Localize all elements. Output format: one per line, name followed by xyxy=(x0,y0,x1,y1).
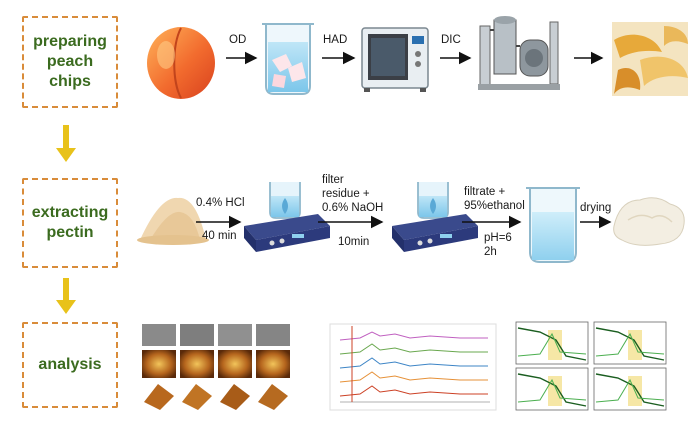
label-hcl-time: 40 min xyxy=(202,230,237,242)
dried-chips-icon xyxy=(612,22,688,96)
pectin-powder-icon xyxy=(613,197,685,246)
step-box-preparing: preparing peach chips xyxy=(22,16,118,108)
step-box-extracting: extracting pectin xyxy=(22,178,118,268)
label-hcl: 0.4% HCl xyxy=(196,197,245,209)
down-arrow-1 xyxy=(56,125,76,162)
label-filtrate-ethanol: filtrate + 95%ethanol xyxy=(464,186,525,212)
step-label-analysis: analysis xyxy=(38,356,102,373)
dic-machine-icon xyxy=(478,16,560,90)
label-dic: DIC xyxy=(441,34,461,46)
magnetic-stirrer-2-icon xyxy=(392,182,478,252)
step-box-analysis: analysis xyxy=(22,322,118,408)
thermal-curves xyxy=(515,321,667,411)
magnetic-stirrer-1-icon xyxy=(244,182,330,252)
down-arrow-2 xyxy=(56,278,76,314)
label-drying: drying xyxy=(580,202,612,214)
label-od: OD xyxy=(229,34,247,46)
beaker-chips-icon xyxy=(262,23,314,95)
step-label-preparing: preparing peach chips xyxy=(33,33,107,90)
ethanol-beaker-icon xyxy=(526,187,580,263)
label-had: HAD xyxy=(323,34,348,46)
peach-icon xyxy=(147,27,215,99)
spectra-plot xyxy=(329,323,497,411)
label-filter-naoh: filter residue + 0.6% NaOH xyxy=(322,174,384,214)
sem-afm-images xyxy=(142,324,290,410)
label-ph-time: pH=6 2h xyxy=(484,232,512,258)
label-naoh-time: 10min xyxy=(338,236,370,248)
peach-powder-icon xyxy=(137,197,209,245)
oven-icon xyxy=(361,27,429,92)
step-label-extracting: extracting pectin xyxy=(31,204,109,241)
